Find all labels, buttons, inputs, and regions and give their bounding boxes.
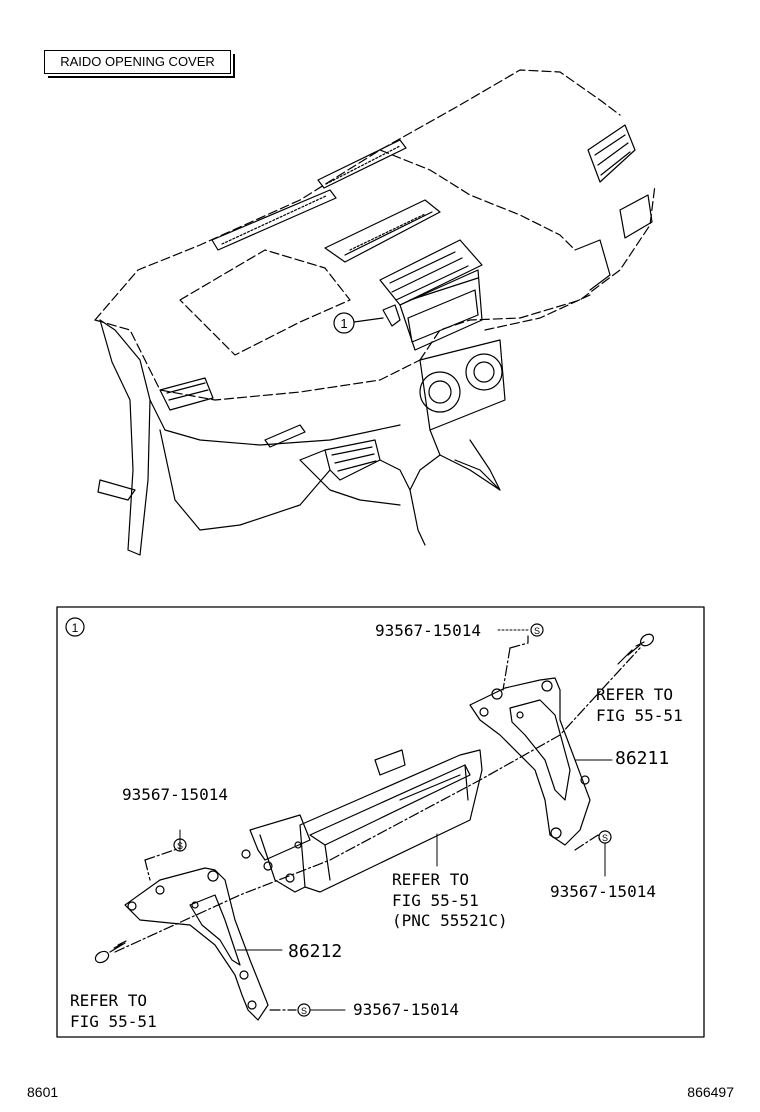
label-refer-left-line2: FIG 55-51 — [70, 1012, 157, 1031]
svg-text:S: S — [602, 833, 608, 843]
s-symbol-bottom: S — [297, 1003, 311, 1017]
label-screw-bottom: 93567-15014 — [353, 1000, 459, 1019]
leader-lines — [179, 629, 613, 1011]
label-screw-left: 93567-15014 — [122, 785, 228, 804]
label-part-86212: 86212 — [288, 941, 342, 962]
s-symbol-top: S — [530, 623, 544, 637]
label-refer-right-line1: REFER TO — [596, 685, 673, 704]
section-title: RAIDO OPENING COVER — [44, 50, 235, 78]
label-refer-right-line2: FIG 55-51 — [596, 706, 683, 725]
svg-text:1: 1 — [340, 316, 347, 331]
label-refer-center-line3: (PNC 55521C) — [392, 911, 508, 930]
assembly-lines — [114, 635, 641, 1011]
svg-text:S: S — [301, 1006, 307, 1016]
detail-frame — [56, 606, 705, 1038]
footer-left-code: 8601 — [27, 1084, 59, 1100]
radio-opening-cover — [241, 749, 483, 893]
label-screw-right: 93567-15014 — [550, 882, 656, 901]
label-screw-top: 93567-15014 — [375, 621, 481, 640]
detail-callout: 1 — [65, 617, 85, 637]
footer-right-code: 866497 — [687, 1084, 734, 1100]
label-refer-center-line1: REFER TO — [392, 870, 469, 889]
label-part-86211: 86211 — [615, 748, 669, 769]
svg-text:1: 1 — [72, 621, 79, 635]
label-refer-center-line2: FIG 55-51 — [392, 891, 479, 910]
screw-top-right — [617, 633, 655, 665]
bracket-86211 — [469, 677, 591, 846]
svg-text:S: S — [534, 626, 540, 636]
bracket-86212 — [124, 867, 269, 1021]
s-symbol-right: S — [598, 830, 612, 844]
dashboard-illustration — [94, 69, 656, 556]
screw-bottom-left — [94, 940, 127, 964]
label-refer-left-line1: REFER TO — [70, 991, 147, 1010]
overview-callout: 1 — [333, 312, 355, 334]
